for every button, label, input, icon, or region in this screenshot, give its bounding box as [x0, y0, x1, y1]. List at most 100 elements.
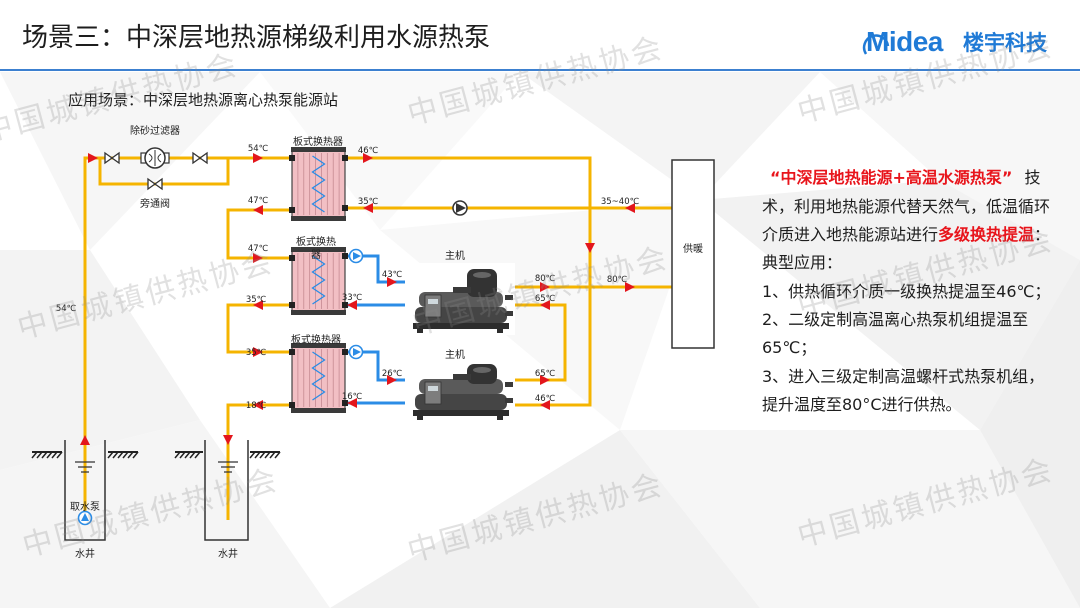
- hatch-stroke: [254, 451, 261, 459]
- hatch-stroke: [194, 451, 201, 459]
- temp-hx-bottom-source-out: 18℃: [246, 401, 267, 411]
- description-line-6: 2、二级定制高温离心热泵机组提温至: [762, 310, 1029, 329]
- flow-arrow-icon: [540, 300, 550, 310]
- bypass-valve-label: 旁通阀: [140, 197, 170, 210]
- temp-hx-middle-source-in: 47℃: [248, 244, 269, 254]
- reinjection-well-label: 水井: [218, 547, 238, 560]
- hatch-stroke: [274, 451, 281, 459]
- temp-hx-top-source-out: 47℃: [248, 196, 269, 206]
- flow-arrow-icon: [253, 205, 263, 215]
- temp-hx-middle-loop-out: 43℃: [382, 270, 403, 280]
- temp-heating-supply: 80℃: [607, 275, 628, 285]
- scenario-subtitle: 应用场景：中深层地热源离心热泵能源站: [68, 91, 339, 109]
- flow-arrow-icon: [363, 203, 373, 213]
- sand-filter-icon: [140, 147, 170, 169]
- flow-arrow-icon: [387, 375, 397, 385]
- hatch-stroke: [174, 451, 181, 459]
- outlet-valve-icon: [192, 151, 208, 165]
- bypass-valve-icon: [147, 177, 163, 191]
- ground-hatch: [31, 451, 281, 459]
- temp-hx-bottom-loop-out: 26℃: [382, 369, 403, 379]
- hatch-stroke: [127, 451, 134, 459]
- circulation-pump-icon: [452, 200, 468, 216]
- hatch-stroke: [36, 451, 43, 459]
- header-divider: [0, 69, 1080, 71]
- water-level-icon: [218, 461, 238, 473]
- hatch-stroke: [31, 451, 38, 459]
- hatch-stroke: [112, 451, 119, 459]
- temp-hx-middle-loop-in: 33℃: [342, 293, 363, 303]
- temp-hx-top-source-in: 54℃: [248, 144, 269, 154]
- temp-hx-top-load-in: 35℃: [358, 197, 379, 207]
- source-pipes: [83, 156, 672, 520]
- temp-heating-return: 35~40℃: [601, 197, 640, 207]
- unit-lower-label: 主机: [445, 348, 465, 361]
- loop-pump-lower-icon: [348, 344, 364, 360]
- flow-arrow-icon: [540, 375, 550, 385]
- hx-top-label: 板式换热器: [293, 135, 343, 148]
- flow-arrow-icon: [625, 282, 635, 292]
- flow-arrow-icon: [347, 300, 357, 310]
- flow-arrow-icon: [585, 243, 595, 253]
- reinjection-pipe: [226, 403, 292, 520]
- equipment-layer: [289, 147, 515, 422]
- intake-pump-icon: [77, 510, 93, 526]
- heat-pump-unit-upper: [405, 263, 515, 335]
- hatch-stroke: [184, 451, 191, 459]
- temp-hx-top-load-out: 46℃: [358, 146, 379, 156]
- flow-arrow-icon: [223, 435, 233, 445]
- hx-bottom-label: 板式换热器: [291, 333, 341, 346]
- heating-load-box: [671, 159, 715, 349]
- temp-unit-upper-in: 65℃: [535, 294, 556, 304]
- temp-hx-bottom-loop-in: 16℃: [342, 392, 363, 402]
- flow-arrow-icon: [625, 203, 635, 213]
- description-line-1-rest: 技: [1024, 168, 1041, 187]
- hatch-stroke: [56, 451, 63, 459]
- loop-pump-upper-icon: [348, 248, 364, 264]
- flow-arrow-icon: [540, 282, 550, 292]
- page-title: 场景三：中深层地热源梯级利用水源热泵: [22, 23, 491, 53]
- flow-arrow-icon: [253, 300, 263, 310]
- load-supply-pipe: [345, 156, 592, 407]
- flow-arrow-icon: [387, 277, 397, 287]
- heat-pump-unit-lower: [405, 358, 515, 422]
- hatch-stroke: [132, 451, 139, 459]
- hatch-stroke: [122, 451, 129, 459]
- description-line-1: “中深层地热能源+高温水源热泵” 技: [770, 168, 1040, 188]
- hatch-stroke: [51, 451, 58, 459]
- plate-heat-exchanger-bottom: [289, 343, 348, 413]
- logo-brand-text: Midea: [866, 26, 943, 57]
- flow-arrow-icon: [253, 400, 263, 410]
- flow-arrow-icon: [363, 153, 373, 163]
- temp-source-supply: 54℃: [56, 304, 77, 314]
- hatch-stroke: [46, 451, 53, 459]
- description-line-3-before: 介质进入地热能源站进行: [762, 225, 939, 244]
- hatch-stroke: [249, 451, 256, 459]
- inlet-valve-icon: [104, 151, 120, 165]
- description-highlight-concept: “中深层地热能源+高温水源热泵”: [770, 168, 1013, 187]
- description-line-8: 3、进入三级定制高温螺杆式热泵机组，: [762, 367, 1045, 386]
- flow-arrow-icon: [253, 153, 263, 163]
- flow-arrow-icon: [253, 347, 263, 357]
- hx-middle-to-bottom-pipe: [226, 303, 292, 354]
- flow-arrow-icon: [253, 253, 263, 263]
- hatch-stroke: [117, 451, 124, 459]
- hx-middle-label-line1: 板式换热: [296, 235, 336, 248]
- hatch-stroke: [107, 451, 114, 459]
- temp-unit-lower-in: 46℃: [535, 394, 556, 404]
- temp-hx-middle-source-out: 35℃: [246, 295, 267, 305]
- description-line-3: 介质进入地热能源站进行多级换热提温：: [762, 225, 1050, 245]
- hatch-stroke: [41, 451, 48, 459]
- flow-arrows: [80, 153, 635, 445]
- intake-well-label: 水井: [75, 547, 95, 560]
- temp-hx-bottom-source-in: 35℃: [246, 348, 267, 358]
- flow-arrow-icon: [88, 153, 98, 163]
- hatch-stroke: [269, 451, 276, 459]
- heating-label: 供暖: [683, 242, 703, 255]
- unit-upper-label: 主机: [445, 249, 465, 262]
- source-supply-pipe: [83, 156, 292, 520]
- bypass-pipe: [98, 158, 230, 186]
- temp-unit-upper-out: 80℃: [535, 274, 556, 284]
